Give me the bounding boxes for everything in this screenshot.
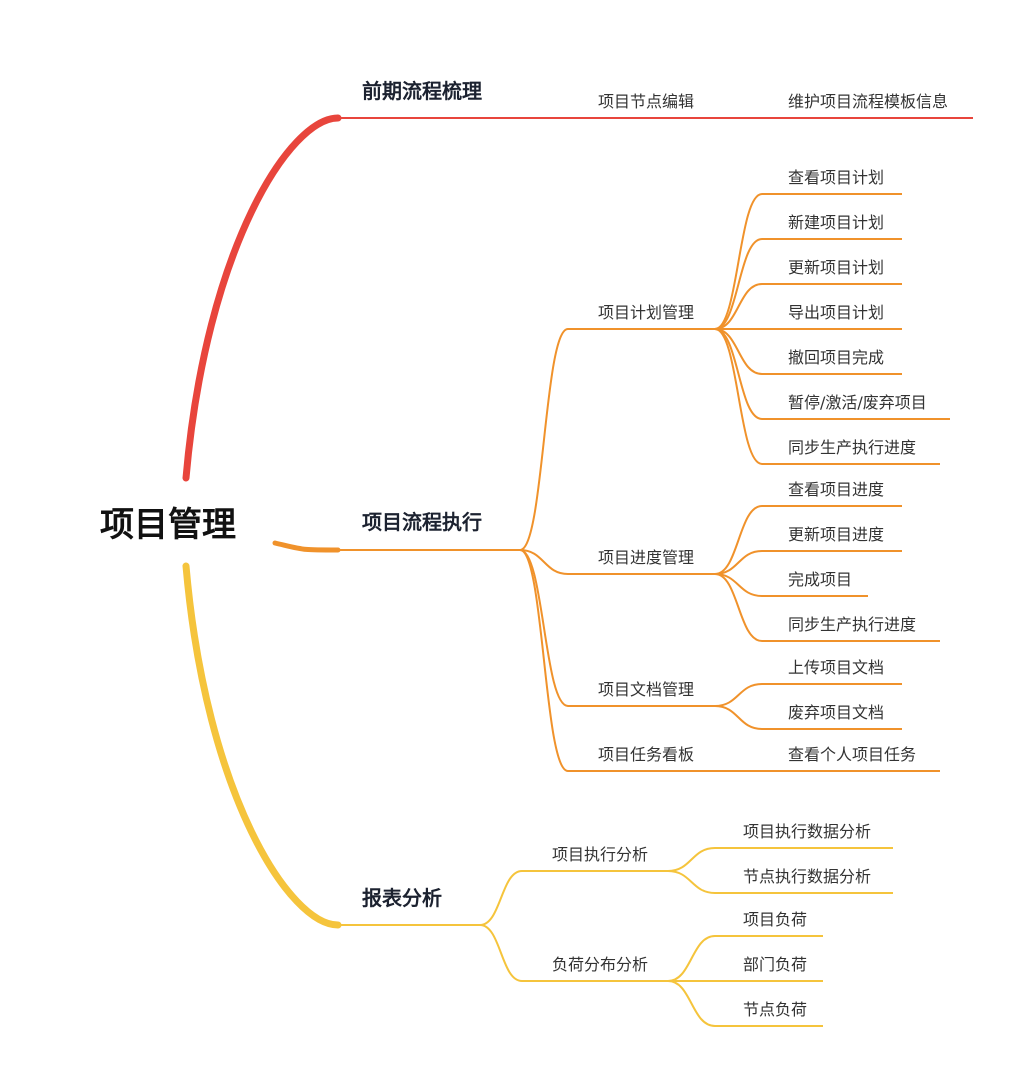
leaf-node-1-0-1[interactable]: 新建项目计划 xyxy=(788,213,884,232)
branch-connector-0 xyxy=(182,114,342,482)
leaf-connector-1-1-0 xyxy=(714,505,763,575)
leaf-connector-1-1-3 xyxy=(714,573,763,642)
branch-connector-2 xyxy=(182,562,342,929)
leaf-node-1-0-0[interactable]: 查看项目计划 xyxy=(788,168,884,187)
leaf-node-2-1-1[interactable]: 部门负荷 xyxy=(743,955,807,974)
leaf-node-1-2-1[interactable]: 废弃项目文档 xyxy=(788,703,884,722)
main-branch-1[interactable]: 项目流程执行 xyxy=(362,510,482,534)
leaf-node-1-0-6[interactable]: 同步生产执行进度 xyxy=(788,438,916,457)
leaf-node-1-0-3[interactable]: 导出项目计划 xyxy=(788,303,884,322)
leaf-node-1-2-0[interactable]: 上传项目文档 xyxy=(788,658,884,677)
leaf-node-1-0-4[interactable]: 撤回项目完成 xyxy=(788,348,884,367)
leaf-connector-2-1-2 xyxy=(667,980,716,1027)
leaf-connector-1-0-1 xyxy=(714,238,763,330)
branch-connector-1 xyxy=(272,540,341,553)
leaf-node-1-1-2[interactable]: 完成项目 xyxy=(788,570,852,589)
leaf-node-1-0-5[interactable]: 暂停/激活/废弃项目 xyxy=(788,393,927,412)
sub-connector-1-1 xyxy=(519,549,569,575)
leaf-connector-1-0-5 xyxy=(714,328,763,420)
sub-connector-1-0 xyxy=(519,328,569,551)
sub-branch-1-1[interactable]: 项目进度管理 xyxy=(598,548,694,567)
leaf-node-1-3-0[interactable]: 查看个人项目任务 xyxy=(788,745,916,764)
leaf-connector-1-2-1 xyxy=(714,705,763,730)
sub-connector-2-0 xyxy=(479,870,523,926)
leaf-node-2-0-1[interactable]: 节点执行数据分析 xyxy=(743,867,871,886)
root-node[interactable]: 项目管理 xyxy=(100,505,236,545)
main-branch-2[interactable]: 报表分析 xyxy=(362,886,442,910)
leaf-connector-1-0-6 xyxy=(714,328,763,465)
leaf-connector-2-0-0 xyxy=(667,847,716,872)
leaf-connector-1-1-1 xyxy=(714,550,763,575)
leaf-node-1-0-2[interactable]: 更新项目计划 xyxy=(788,258,884,277)
leaf-connector-1-0-2 xyxy=(714,283,763,330)
sub-branch-1-3[interactable]: 项目任务看板 xyxy=(598,745,694,764)
leaf-connector-1-2-0 xyxy=(714,683,763,707)
leaf-node-1-1-0[interactable]: 查看项目进度 xyxy=(788,480,884,499)
leaf-connector-2-1-0 xyxy=(667,935,716,982)
sub-branch-1-0[interactable]: 项目计划管理 xyxy=(598,303,694,322)
leaf-node-1-1-3[interactable]: 同步生产执行进度 xyxy=(788,615,916,634)
leaf-node-0-0-0[interactable]: 维护项目流程模板信息 xyxy=(788,92,948,111)
leaf-node-1-1-1[interactable]: 更新项目进度 xyxy=(788,525,884,544)
leaf-node-2-0-0[interactable]: 项目执行数据分析 xyxy=(743,822,871,841)
sub-branch-0-0[interactable]: 项目节点编辑 xyxy=(598,92,694,111)
sub-connector-2-1 xyxy=(479,924,523,982)
sub-connector-1-2 xyxy=(519,549,569,707)
leaf-node-2-1-2[interactable]: 节点负荷 xyxy=(743,1000,807,1019)
leaf-connector-1-0-4 xyxy=(714,328,763,375)
sub-branch-1-2[interactable]: 项目文档管理 xyxy=(598,680,694,699)
main-branch-0[interactable]: 前期流程梳理 xyxy=(362,79,482,103)
sub-branch-2-0[interactable]: 项目执行分析 xyxy=(552,845,648,864)
sub-connector-1-3 xyxy=(519,549,569,772)
leaf-connector-2-0-1 xyxy=(667,870,716,894)
leaf-node-2-1-0[interactable]: 项目负荷 xyxy=(743,910,807,929)
sub-branch-2-1[interactable]: 负荷分布分析 xyxy=(552,955,648,974)
leaf-connector-1-0-0 xyxy=(714,193,763,330)
